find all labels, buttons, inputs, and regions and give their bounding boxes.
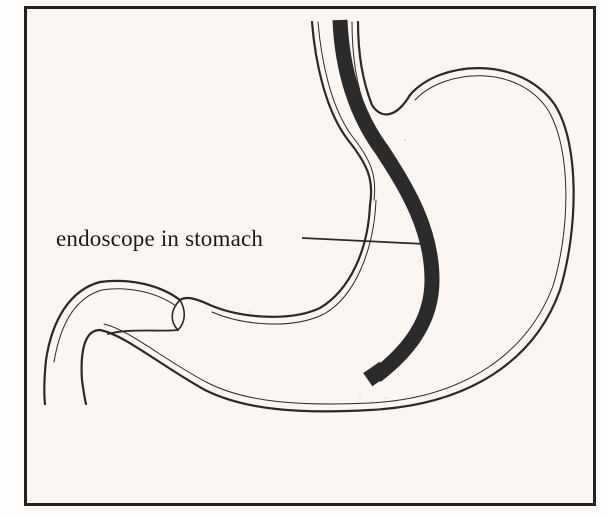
esophagus-right-wall bbox=[358, 22, 410, 114]
annotation-label: endoscope in stomach bbox=[56, 226, 263, 252]
duodenum-upper-wall bbox=[44, 281, 180, 404]
endoscope-tube bbox=[340, 20, 432, 376]
